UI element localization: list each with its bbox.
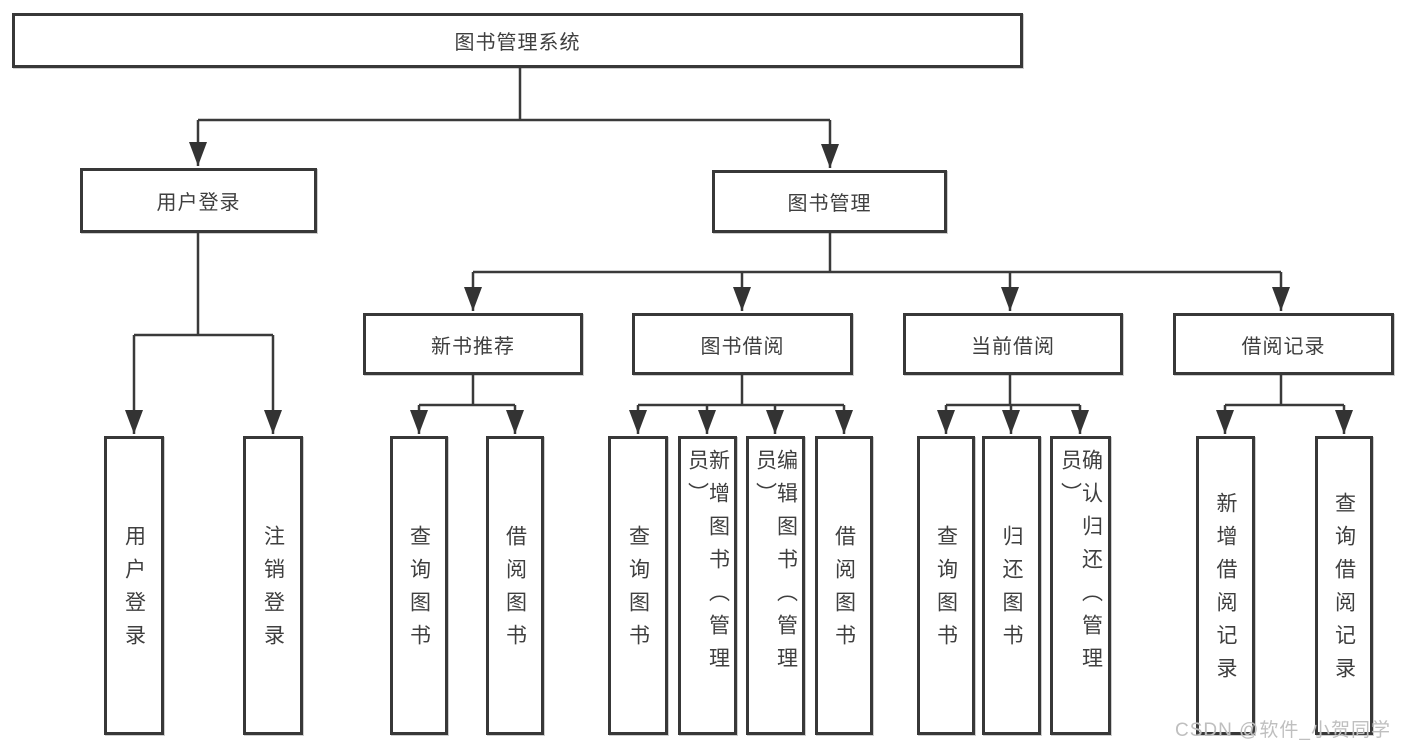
leaf-confirm-return-admin: 确认归还（管理员） <box>1050 436 1111 735</box>
node-user-login: 用户登录 <box>80 168 317 233</box>
node-label: 当前借阅 <box>971 335 1055 358</box>
node-book-management: 图书管理 <box>712 170 947 233</box>
csdn-watermark: CSDN @软件_小贺同学 <box>1175 720 1391 741</box>
node-label: 图书管理 <box>787 193 872 215</box>
leaf-user-login: 用户登录 <box>104 436 164 735</box>
leaf-return-books: 归还图书 <box>982 436 1041 735</box>
leaf-query-books: 查询图书 <box>608 436 668 735</box>
node-label: 图书借阅 <box>700 335 785 358</box>
leaf-borrow-books: 借阅图书 <box>486 436 544 735</box>
leaf-borrow-books: 借阅图书 <box>815 436 873 735</box>
leaf-query-borrow-record: 查询借阅记录 <box>1315 436 1373 735</box>
node-new-book-recommendation: 新书推荐 <box>363 313 583 375</box>
node-borrowing-records: 借阅记录 <box>1173 313 1394 375</box>
node-label: 新书推荐 <box>431 335 515 358</box>
leaf-add-books-admin: 新增图书（管理员） <box>678 436 737 735</box>
node-library-management-system: 图书管理系统 <box>12 13 1023 68</box>
node-book-borrowing: 图书借阅 <box>632 313 853 375</box>
node-label: 图书管理系统 <box>454 32 581 54</box>
leaf-logout: 注销登录 <box>243 436 303 735</box>
leaf-add-borrow-record: 新增借阅记录 <box>1196 436 1255 735</box>
node-label: 借阅记录 <box>1241 335 1326 358</box>
leaf-query-books: 查询图书 <box>917 436 975 735</box>
leaf-query-books: 查询图书 <box>390 436 448 735</box>
node-label: 用户登录 <box>156 192 241 214</box>
leaf-edit-books-admin: 编辑图书（管理员） <box>746 436 805 735</box>
node-current-borrowing: 当前借阅 <box>903 313 1123 375</box>
